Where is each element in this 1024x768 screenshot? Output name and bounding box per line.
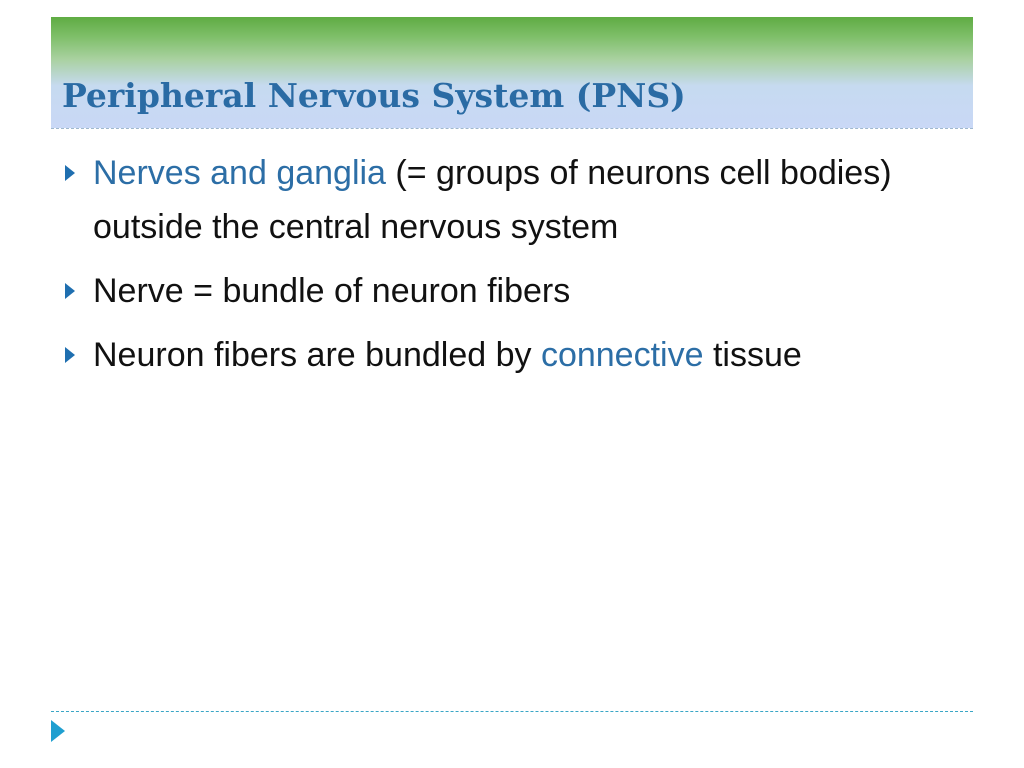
triangle-right-icon bbox=[65, 347, 75, 363]
bullet-item: Nerves and ganglia (= groups of neurons … bbox=[62, 146, 942, 254]
slide-title: Peripheral Nervous System (PNS) bbox=[62, 76, 686, 115]
triangle-right-icon bbox=[65, 283, 75, 299]
bullet-text-accent: Nerves and ganglia bbox=[93, 154, 386, 192]
bullet-list: Nerves and ganglia (= groups of neurons … bbox=[62, 146, 942, 392]
footer-divider bbox=[51, 711, 973, 712]
title-band bbox=[51, 17, 973, 128]
bullet-text-accent: connective bbox=[540, 336, 704, 374]
bullet-text: (= groups of neurons cell bodies) outsid… bbox=[93, 154, 892, 246]
bullet-text: Nerve = bundle of neuron fibers bbox=[93, 272, 571, 310]
bullet-text: tissue bbox=[703, 336, 802, 374]
bullet-text: Neuron fibers are bundled by bbox=[93, 336, 541, 374]
title-divider bbox=[51, 128, 973, 129]
bullet-item: Neuron fibers are bundled by connective … bbox=[62, 328, 942, 382]
bullet-item: Nerve = bundle of neuron fibers bbox=[62, 264, 942, 318]
play-arrow-icon bbox=[51, 720, 65, 742]
triangle-right-icon bbox=[65, 165, 75, 181]
